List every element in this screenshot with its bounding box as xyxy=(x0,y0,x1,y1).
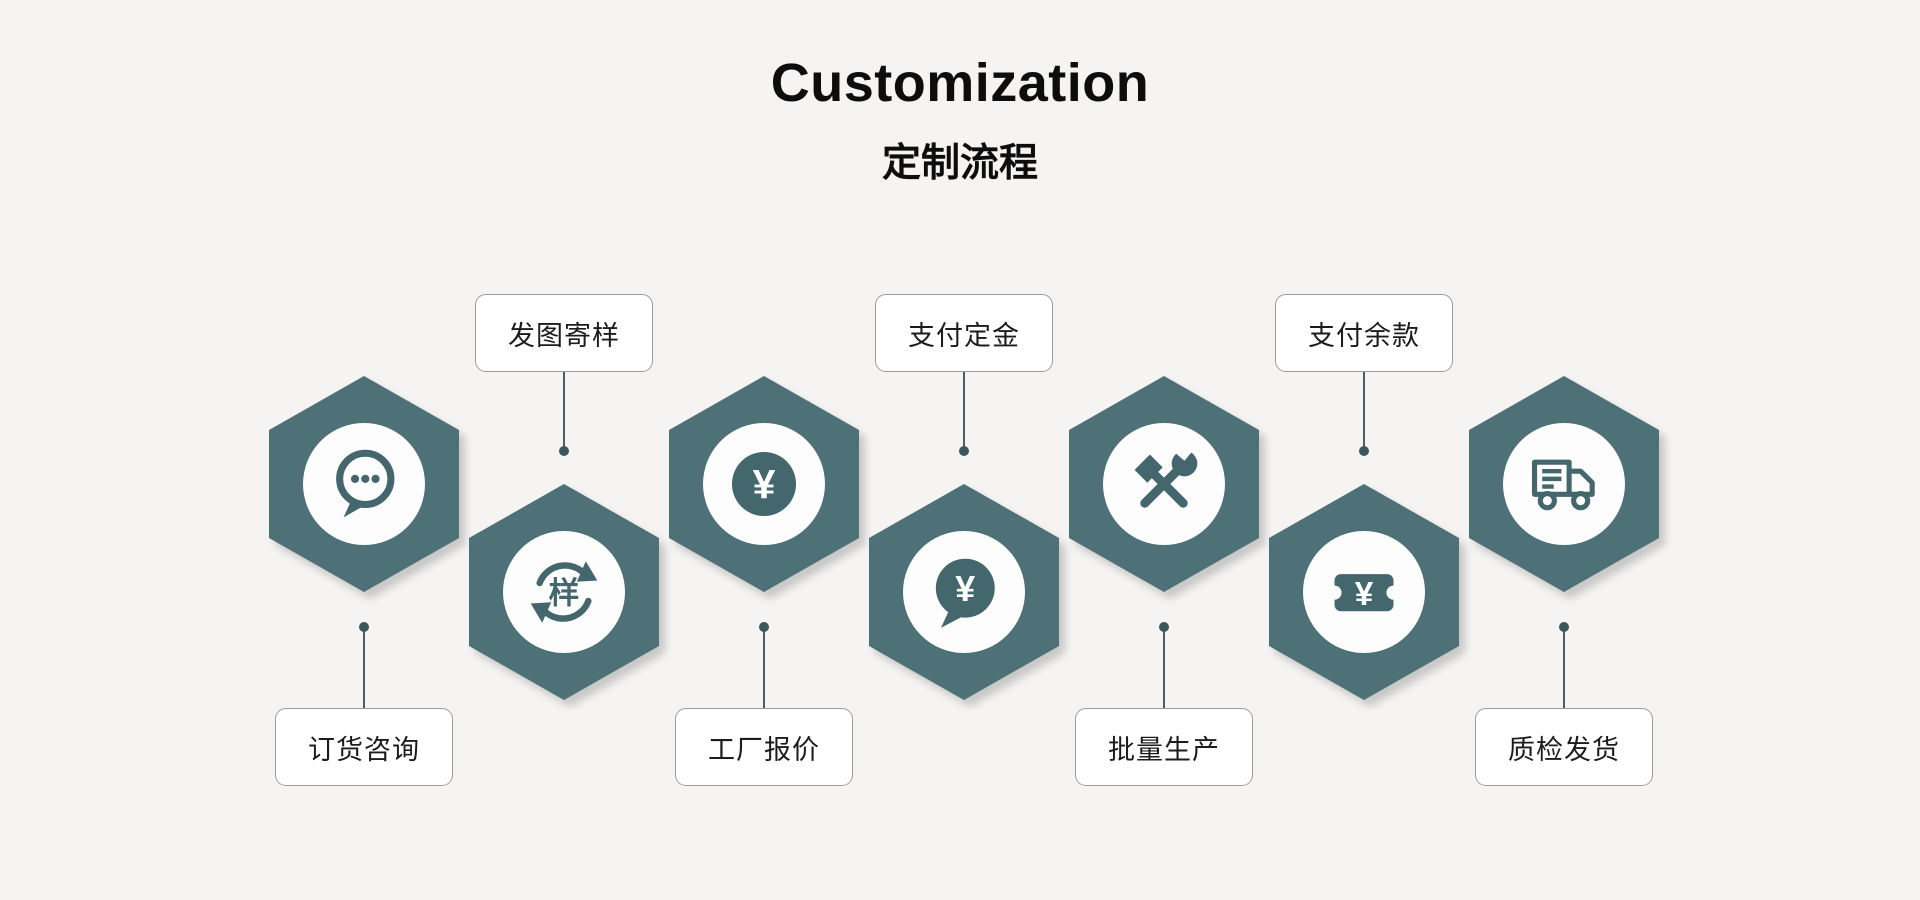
hexagon-shape: ¥ xyxy=(669,376,859,592)
tools-icon xyxy=(1134,443,1198,508)
hexagon-fill: ¥ xyxy=(869,484,1059,700)
connector-line xyxy=(1159,622,1169,708)
yuan-circle-icon: ¥ xyxy=(731,451,797,517)
icon-circle: ¥ xyxy=(703,423,825,545)
chat-dots-icon xyxy=(336,449,395,518)
hexagon-fill xyxy=(1469,376,1659,592)
icon-circle xyxy=(1103,423,1225,545)
connector-dot xyxy=(359,622,369,632)
hexagon-shape: 样 xyxy=(469,484,659,700)
hexagon-shape xyxy=(1069,376,1259,592)
connector-dot xyxy=(1359,446,1369,456)
header: Customization 定制流程 xyxy=(0,52,1920,188)
hexagon-shape xyxy=(1469,376,1659,592)
page-subtitle: 定制流程 xyxy=(881,142,1038,185)
sample-cycle-icon: 样 xyxy=(530,561,598,623)
icon-circle xyxy=(1503,423,1625,545)
hexagon-shape: ¥ xyxy=(869,484,1059,700)
step-label-text: 质检发货 xyxy=(1508,734,1620,765)
yuan-char: ¥ xyxy=(955,569,975,609)
connector-line xyxy=(959,372,969,456)
step-label-text: 订货咨询 xyxy=(308,734,420,765)
step-label: 质检发货 xyxy=(1475,708,1653,786)
step-label: 批量生产 xyxy=(1075,708,1253,786)
sample-char: 样 xyxy=(549,576,580,611)
hexagon-shape xyxy=(269,376,459,592)
step-label-text: 批量生产 xyxy=(1108,734,1220,765)
yuan-char: ¥ xyxy=(753,461,776,507)
hexagon-fill xyxy=(269,376,459,592)
hexagon-fill xyxy=(1069,376,1259,592)
hexagon-fill: ¥ xyxy=(669,376,859,592)
hexagon-shape: ¥ xyxy=(1269,484,1459,700)
step-label-text: 工厂报价 xyxy=(708,734,820,765)
connector-dot xyxy=(759,622,769,632)
icon-circle: 样 xyxy=(503,531,625,653)
connector-dot xyxy=(1559,622,1569,632)
connector-line xyxy=(759,622,769,708)
step-label-text: 支付定金 xyxy=(908,320,1020,351)
yuan-char: ¥ xyxy=(1355,576,1374,613)
connector-line xyxy=(1559,622,1569,708)
step-label: 工厂报价 xyxy=(675,708,853,786)
step-label: 订货咨询 xyxy=(275,708,453,786)
icon-circle xyxy=(303,423,425,545)
step-label-text: 支付余款 xyxy=(1308,320,1420,351)
connector-dot xyxy=(959,446,969,456)
step-label-text: 发图寄样 xyxy=(508,320,620,351)
step-label: 支付定金 xyxy=(875,294,1053,372)
page-title: Customization xyxy=(770,53,1150,113)
connector-line xyxy=(359,622,369,708)
yuan-bubble-icon: ¥ xyxy=(935,558,995,628)
hexagon-fill: ¥ xyxy=(1269,484,1459,700)
step-label: 支付余款 xyxy=(1275,294,1453,372)
icon-circle: ¥ xyxy=(1303,531,1425,653)
yuan-ticket-icon: ¥ xyxy=(1327,574,1401,613)
truck-icon xyxy=(1531,459,1595,511)
hexagon-fill: 样 xyxy=(469,484,659,700)
icon-circle: ¥ xyxy=(903,531,1025,653)
connector-dot xyxy=(559,446,569,456)
step-label: 发图寄样 xyxy=(475,294,653,372)
connector-dot xyxy=(1159,622,1169,632)
connector-line xyxy=(1359,372,1369,456)
connector-line xyxy=(559,372,569,456)
